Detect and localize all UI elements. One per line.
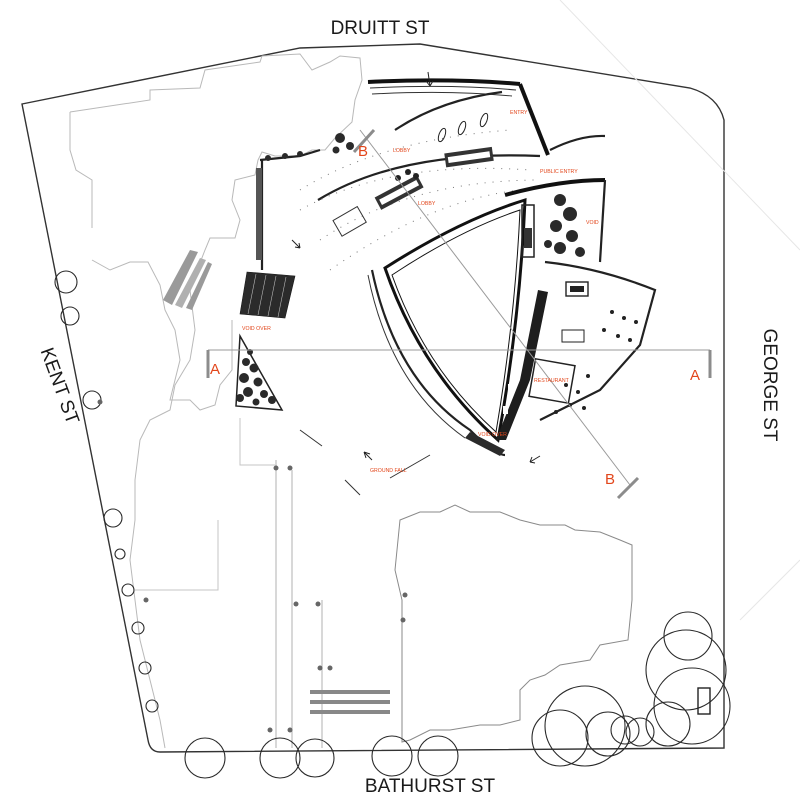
ground-fall-line xyxy=(299,429,431,496)
section-marker-b-bottom: B xyxy=(605,471,615,488)
lane-hatching xyxy=(310,690,390,714)
west-angled-block-lines xyxy=(247,273,287,318)
restaurant-kitchen xyxy=(528,357,576,405)
neighbour-building-south xyxy=(394,504,633,743)
tower-outer-curve2 xyxy=(367,274,466,439)
dotted-grid xyxy=(329,189,521,271)
void-planting xyxy=(236,349,276,406)
section-b-cap-bottom xyxy=(616,476,640,500)
room-label-entry: ENTRY xyxy=(510,110,528,116)
ground-fall-arrow xyxy=(363,451,373,461)
section-b-cap-top xyxy=(352,128,376,154)
room-label-ground-fall: GROUND FALL xyxy=(370,468,407,474)
east-facade-side xyxy=(598,179,607,263)
site-boundary xyxy=(21,43,725,753)
neighbour-building-west-wing xyxy=(69,112,93,228)
room-label-public-entry: PUBLIC ENTRY xyxy=(540,169,578,175)
building-north-stripes xyxy=(369,85,517,97)
street-label-bathurst: BATHURST ST xyxy=(365,776,496,797)
room-label-lobby: LOBBY xyxy=(393,148,411,154)
west-angled-block xyxy=(239,271,296,319)
bollards xyxy=(97,399,408,733)
building-north-facade xyxy=(367,78,521,86)
lane-line xyxy=(135,520,219,591)
neighbour-building-west-inner xyxy=(91,259,233,411)
room-label-void-over-west: VOID OVER xyxy=(242,326,271,332)
street-label-druitt: DRUITT ST xyxy=(331,18,430,39)
section-marker-a-left: A xyxy=(210,361,220,378)
courtyard-bench xyxy=(521,204,535,258)
public-entry-curve xyxy=(549,134,606,151)
west-wall-hatch xyxy=(256,168,262,260)
lobby-curve-inner xyxy=(317,154,541,201)
restaurant-furniture xyxy=(554,281,638,414)
street-label-george: GEORGE ST xyxy=(759,329,780,442)
context-line xyxy=(739,559,800,621)
building-east-wall xyxy=(518,83,550,156)
tower-core xyxy=(383,197,527,443)
dark-slab-south xyxy=(465,432,505,456)
room-label-void-over-south: VOID OVER xyxy=(478,432,507,438)
room-label-restaurant: RESTAURANT xyxy=(534,378,570,384)
structural-slab-dark xyxy=(496,290,548,440)
lane-line xyxy=(239,418,275,466)
flow-arrows xyxy=(291,71,541,464)
room-label-lobby-2: LOBBY xyxy=(418,201,436,207)
lobby-furniture xyxy=(332,112,494,237)
context-line xyxy=(559,0,800,251)
east-facade-lower xyxy=(539,260,657,421)
kiosk xyxy=(697,687,711,715)
east-facade-curve xyxy=(504,178,606,197)
east-courtyard-planting xyxy=(544,194,585,257)
lobby-curve-outer xyxy=(394,90,503,131)
northwest-planting xyxy=(265,133,354,161)
slab-openings xyxy=(503,318,527,414)
section-marker-b-top: B xyxy=(358,143,368,160)
street-trees-bathurst xyxy=(184,685,655,779)
section-b-line xyxy=(359,129,631,486)
neighbour-building-west xyxy=(69,53,363,749)
courtyard-stair xyxy=(524,228,532,248)
section-marker-a-right: A xyxy=(690,367,700,384)
room-label-void: VOID xyxy=(586,220,599,226)
street-trees-george xyxy=(645,611,731,747)
west-stair xyxy=(163,250,212,310)
